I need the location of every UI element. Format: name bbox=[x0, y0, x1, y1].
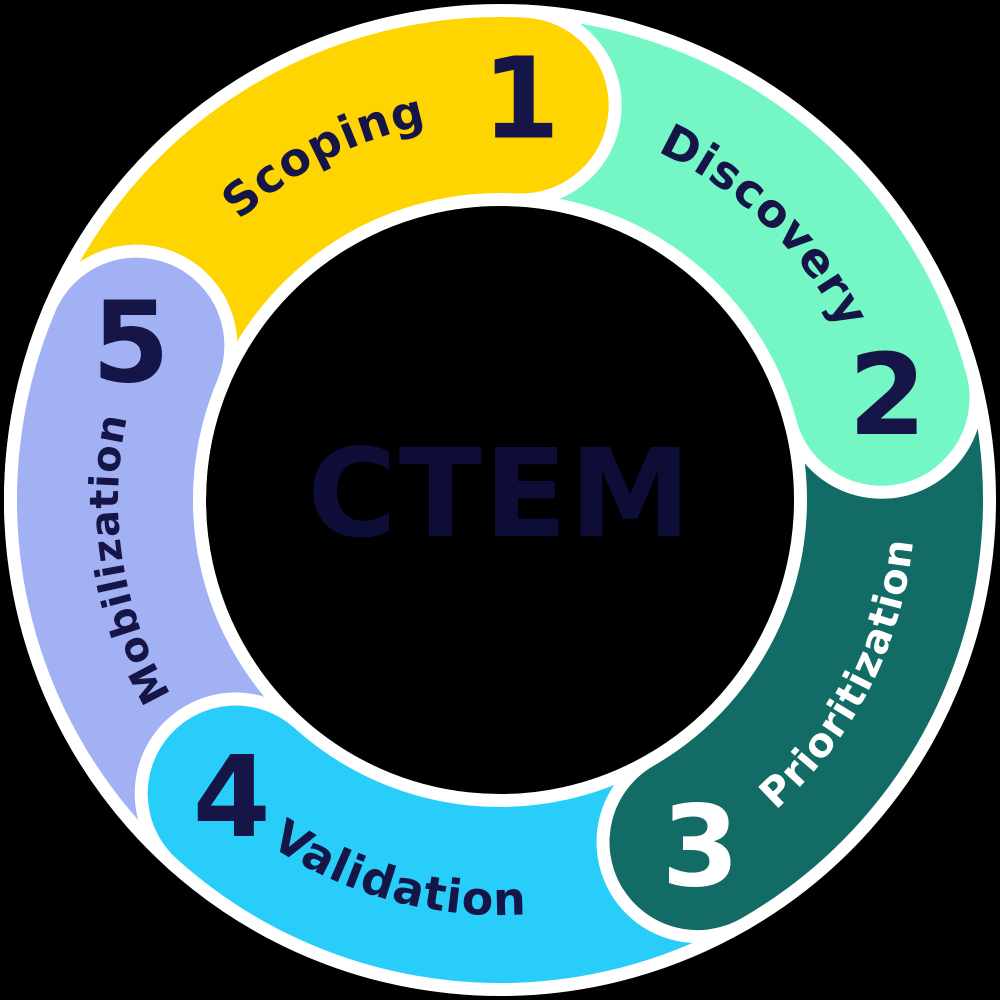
segment-prioritization-number: 3 bbox=[662, 782, 740, 912]
segment-mobilization-number: 5 bbox=[92, 278, 170, 408]
segment-mobilization-cap-arc bbox=[17, 257, 225, 650]
segment-discovery-number: 2 bbox=[848, 331, 926, 461]
segment-scoping-number: 1 bbox=[482, 35, 560, 165]
segment-validation-number: 4 bbox=[193, 733, 271, 863]
center-title: CTEM bbox=[307, 423, 693, 565]
